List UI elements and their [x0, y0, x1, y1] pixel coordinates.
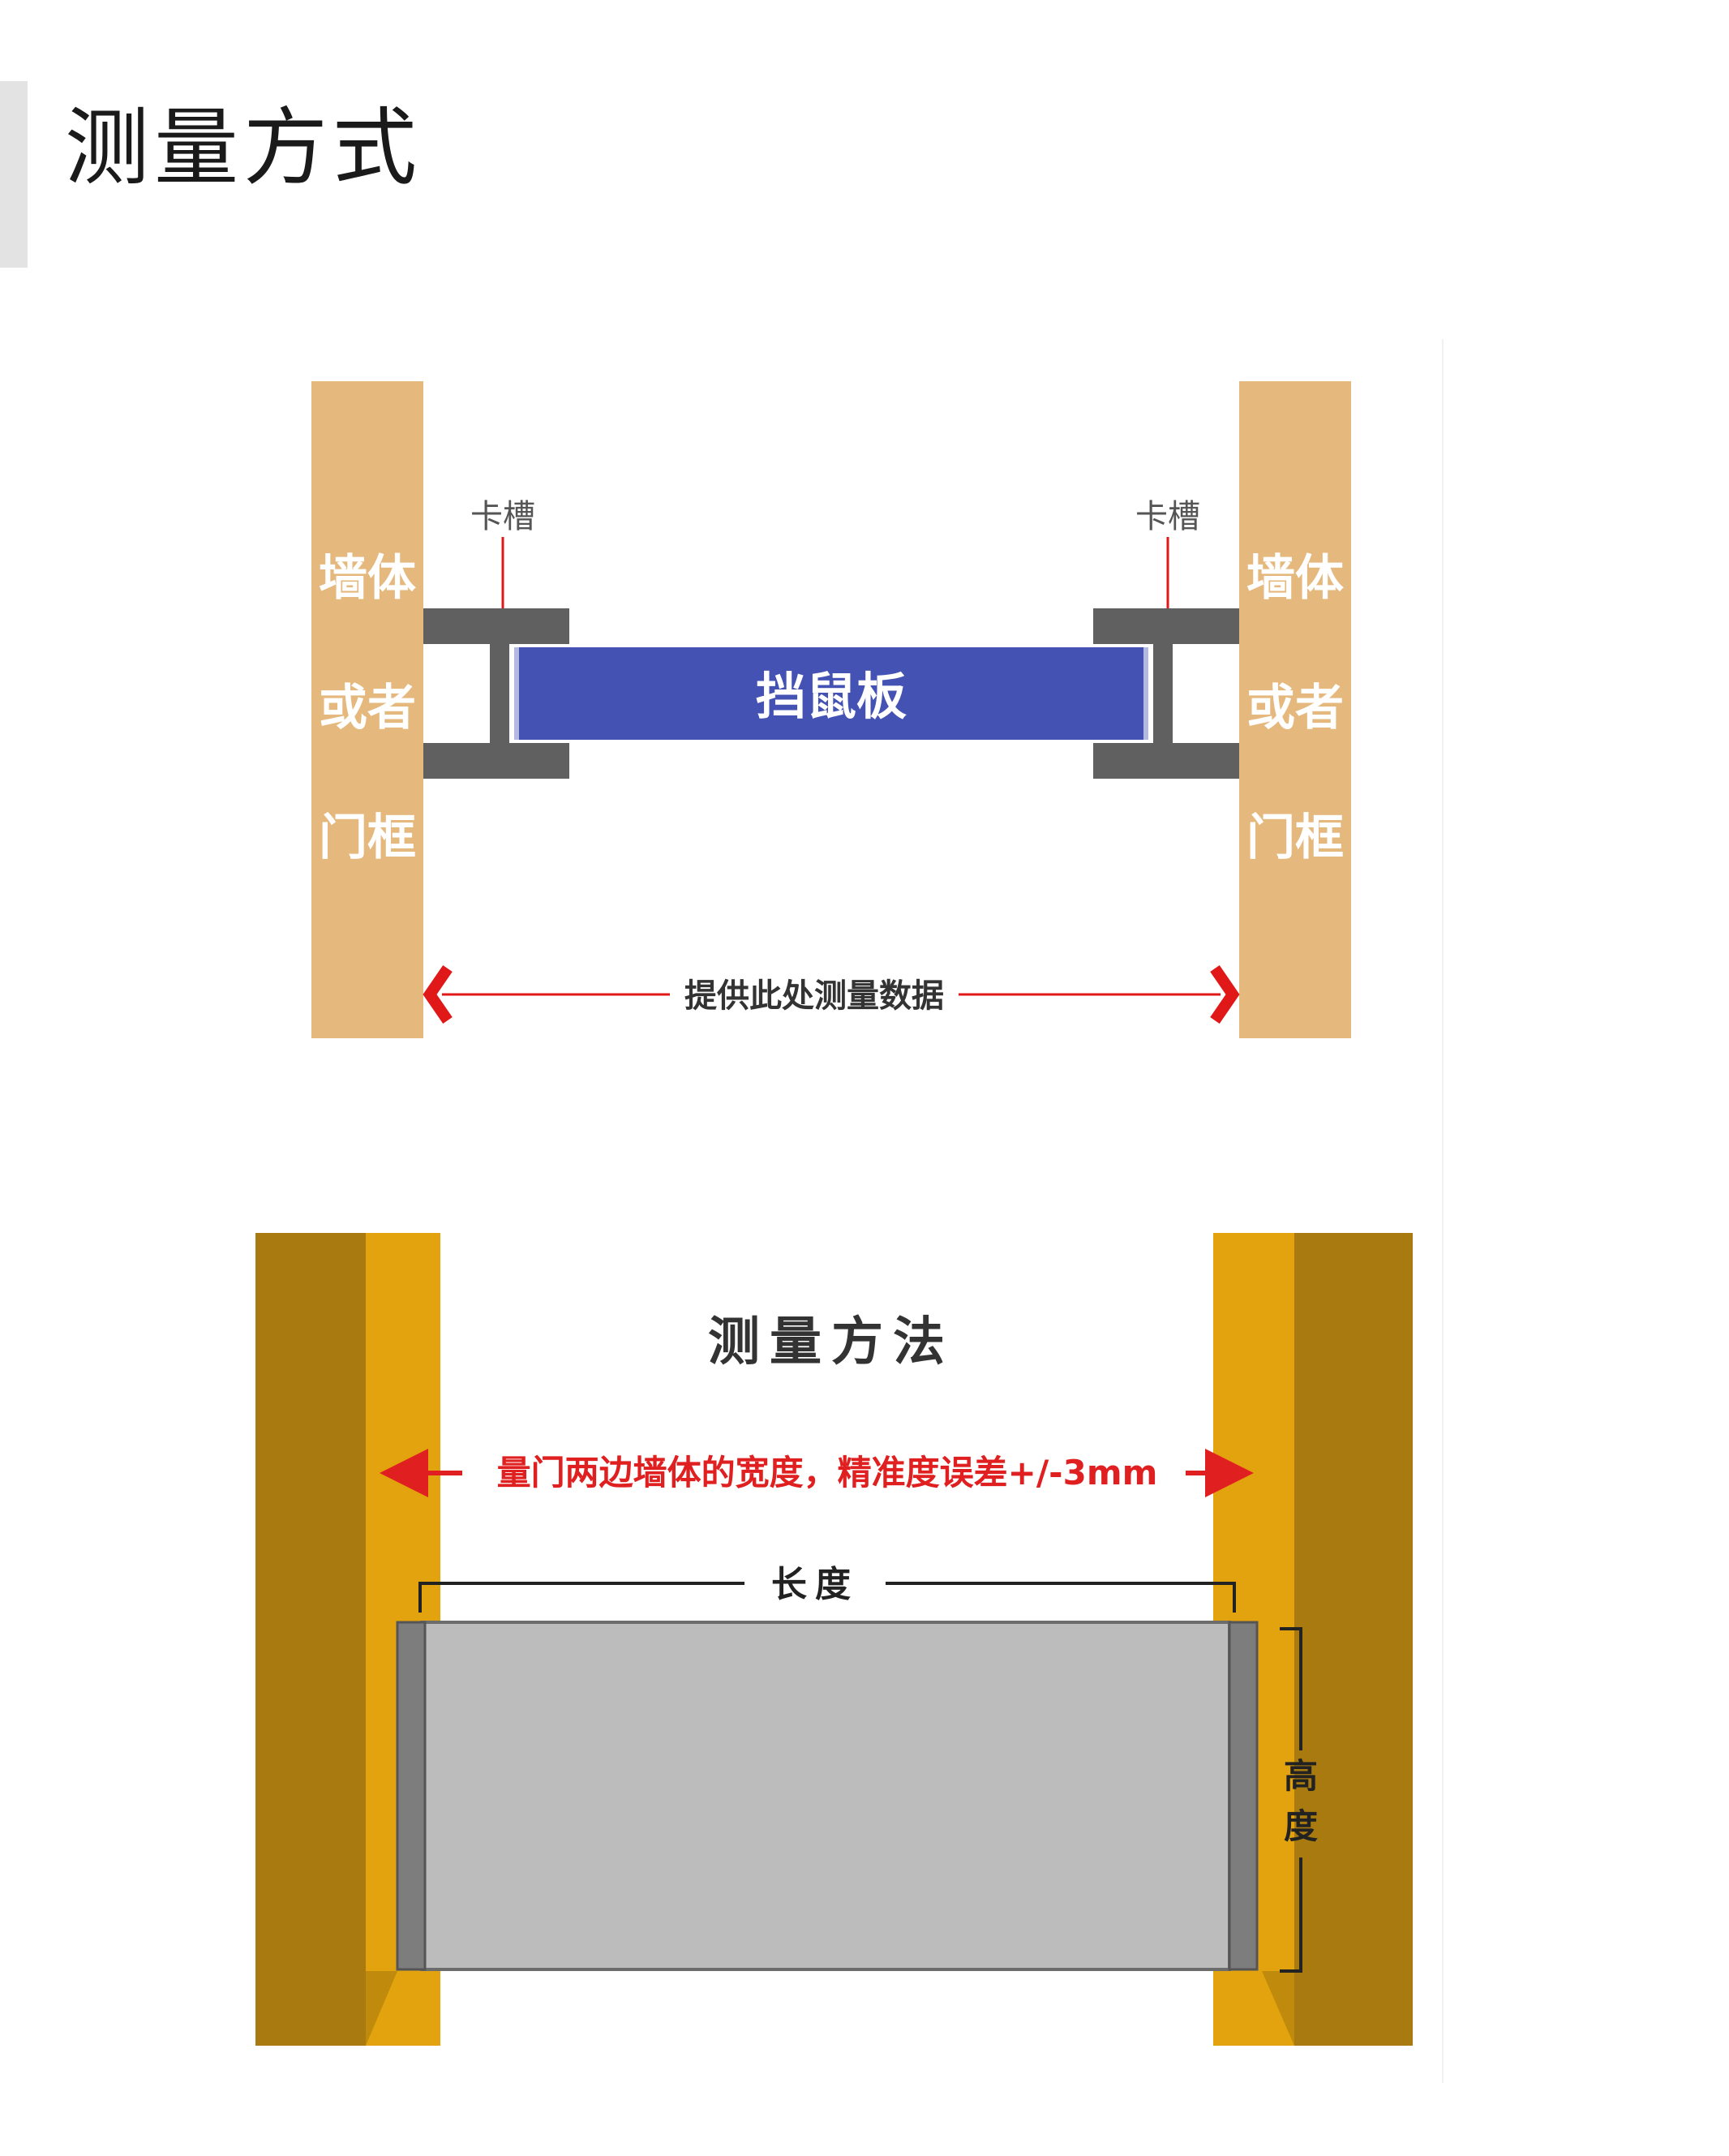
rodent-board	[514, 647, 1148, 740]
left-wall-label-3: 门框	[319, 810, 416, 866]
left-wall-shadow	[366, 1971, 397, 2046]
length-bracket	[418, 1582, 1236, 1613]
length-label: 长度	[771, 1564, 859, 1605]
right-wall-label-2: 或者	[1246, 680, 1344, 737]
panel-end-cap-right	[1228, 1621, 1259, 1971]
right-wall	[1239, 381, 1351, 1038]
panel-end-cap-left	[396, 1621, 427, 1971]
right-slot-bracket	[1093, 608, 1239, 779]
width-instruction: 量门两边墙体的宽度，精准度误差+/-3mm	[497, 1453, 1158, 1492]
title-accent-bar	[0, 81, 28, 268]
left-wall-dark	[255, 1233, 366, 2046]
frame-divider	[1442, 339, 1444, 2083]
right-slot-label: 卡槽	[1135, 498, 1200, 535]
height-label-top: 高	[1284, 1756, 1318, 1796]
bottom-diagram: 测量方法 量门两边墙体的宽度，精准度误差+/-3mm 长度 高 度	[255, 1233, 1413, 2046]
method-title: 测量方法	[708, 1312, 955, 1372]
right-wall-label-3: 门框	[1246, 810, 1344, 866]
measure-arrowhead-right	[1210, 965, 1240, 1024]
height-bracket	[1280, 1627, 1302, 1973]
board-edge-left	[514, 647, 519, 740]
left-wall	[311, 381, 423, 1038]
measure-label: 提供此处测量数据	[684, 977, 944, 1015]
right-wall-shadow	[1262, 1971, 1294, 2046]
board-label: 挡鼠板	[756, 667, 907, 726]
left-slot-bracket	[423, 608, 569, 779]
top-diagram: 墙体 或者 门框 墙体 或者 门框 挡鼠板 卡槽 卡槽	[311, 381, 1351, 1038]
height-label-bottom: 度	[1284, 1806, 1318, 1846]
left-wall-label-2: 或者	[319, 680, 416, 737]
page-title: 测量方式	[65, 98, 423, 197]
left-wall-label-1: 墙体	[319, 550, 416, 607]
left-slot-label: 卡槽	[470, 498, 535, 535]
board-edge-right	[1143, 647, 1148, 740]
right-wall-label-1: 墙体	[1246, 550, 1344, 607]
board-panel	[420, 1621, 1231, 1971]
measure-arrowhead-left	[423, 965, 453, 1024]
right-wall-dark	[1294, 1233, 1413, 2046]
